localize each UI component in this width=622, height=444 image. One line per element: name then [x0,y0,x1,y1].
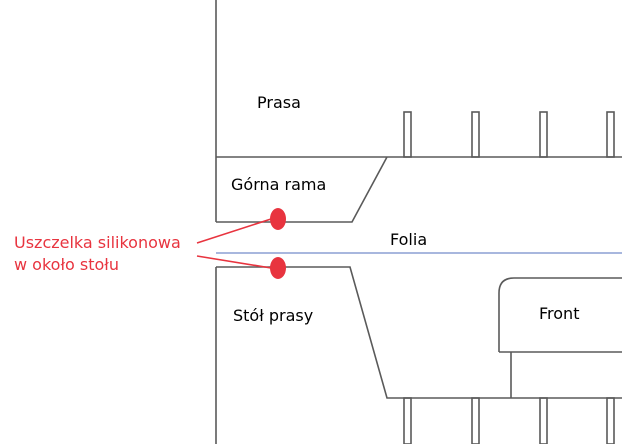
seal-upper [270,208,286,230]
seal-leader-lower [196,255,272,269]
press-table-outline [215,266,622,444]
seal-leader-upper [196,218,272,244]
upper-pin [539,111,548,158]
upper-pin [403,111,412,158]
lower-pin [606,397,615,444]
foil-label: Folia [390,230,427,249]
seal-label-line1: Uszczelka silikonowa [14,233,181,252]
lower-pin [539,397,548,444]
upper-pins [403,111,615,158]
seal-label-line2: w około stołu [14,255,119,274]
seal-lower [270,257,286,279]
press-table-label: Stół prasy [233,306,313,325]
upper-pin [606,111,615,158]
upper-pin [471,111,480,158]
front-label: Front [539,304,579,323]
lower-pin [471,397,480,444]
press-label: Prasa [257,93,301,112]
upper-frame-label: Górna rama [231,175,326,194]
lower-pins [403,397,615,444]
front-block [498,277,622,353]
lower-pin [403,397,412,444]
